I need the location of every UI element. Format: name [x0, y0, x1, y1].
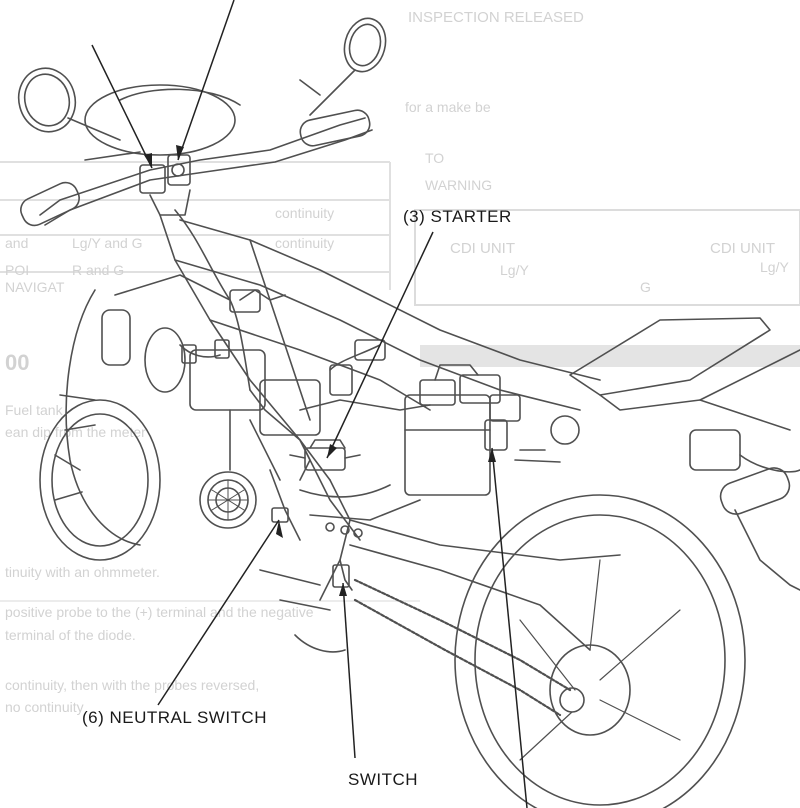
ghost-table-r1c1: and	[5, 235, 28, 251]
ghost-cdi-right: CDI UNIT	[710, 240, 775, 257]
leader-neutral-switch	[157, 519, 280, 706]
leader-lines	[91, 0, 528, 808]
leader-bottom	[491, 447, 528, 808]
ghost-table-r1c2: Lg/Y and G	[72, 235, 143, 251]
ghost-heading: 00	[5, 350, 29, 375]
front-fairing	[59, 274, 231, 546]
ghost-probe-1: positive probe to the (+) terminal and t…	[5, 604, 314, 620]
ghost-warning-1: TO	[425, 150, 444, 166]
bleed-through-layer: INSPECTION RELEASED for a make be TO WAR…	[0, 9, 800, 715]
ghost-table-r2c2: R and G	[72, 262, 124, 278]
engine	[189, 349, 421, 538]
right-mirror	[309, 17, 387, 116]
ghost-ohm: tinuity with an ohmmeter.	[5, 564, 160, 580]
leader-arrowheads	[144, 145, 496, 596]
handlebar	[20, 79, 373, 227]
ghost-lgy-left: Lg/Y	[500, 262, 529, 278]
seat-tail	[569, 317, 800, 591]
starter-relay	[289, 439, 361, 471]
label-neutral-switch: (6) NEUTRAL SWITCH	[82, 708, 267, 727]
leader-switch	[342, 582, 356, 759]
label-switch: SWITCH	[348, 770, 419, 789]
ghost-table-r2c1: POI	[5, 262, 29, 278]
rear-wheel	[349, 494, 746, 808]
ghost-table-r2c3: continuity	[275, 205, 334, 221]
ghost-dim: ean dip from the meter	[5, 424, 146, 440]
leader-top-left	[91, 44, 153, 169]
ghost-probe-2: terminal of the diode.	[5, 627, 136, 643]
drive-chain	[353, 578, 572, 717]
ghost-lgy-right: Lg/Y	[760, 259, 789, 275]
ghost-top-right: INSPECTION RELEASED	[408, 9, 584, 26]
leader-top-right	[177, 0, 235, 161]
left-mirror	[17, 67, 121, 141]
ghost-cont-1: continuity, then with the probes reverse…	[5, 677, 259, 693]
ghost-cont-2: no continuity	[5, 699, 84, 715]
ghost-warning-2: WARNING	[425, 177, 492, 193]
ghost-cdi-left: CDI UNIT	[450, 240, 515, 257]
label-starter: (3) STARTER	[403, 207, 512, 226]
wiring-harness	[174, 209, 431, 591]
ghost-nav: NAVIGAT	[5, 279, 65, 295]
battery-box	[404, 364, 580, 496]
front-wheel	[39, 399, 161, 561]
ghost-g-left: G	[640, 279, 651, 295]
ghost-tank: Fuel tank	[5, 402, 64, 418]
leader-starter	[326, 231, 434, 459]
ghost-table-r1c3: continuity	[275, 235, 334, 251]
ghost-make-sure: for a make be	[405, 99, 491, 115]
footpeg	[259, 569, 346, 653]
